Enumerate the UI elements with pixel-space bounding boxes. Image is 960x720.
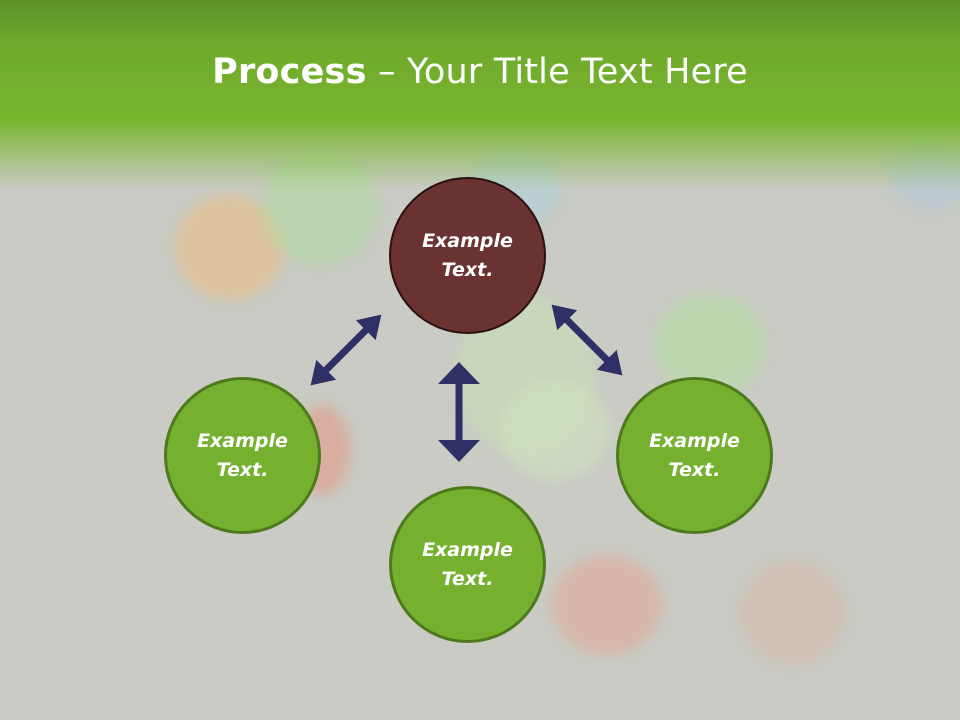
title-bar bbox=[0, 0, 960, 190]
bokeh-light bbox=[740, 560, 845, 665]
title-bold: Process bbox=[212, 52, 367, 92]
slide-title: Process – Your Title Text Here bbox=[0, 52, 960, 92]
arrow-right-diagonal bbox=[551, 304, 623, 376]
title-separator: – bbox=[366, 52, 407, 92]
arrow-center-vertical bbox=[438, 362, 480, 462]
bokeh-light bbox=[552, 555, 662, 655]
title-rest: Your Title Text Here bbox=[406, 52, 748, 92]
arrow-left-diagonal bbox=[310, 314, 382, 386]
bokeh-light bbox=[500, 380, 610, 480]
